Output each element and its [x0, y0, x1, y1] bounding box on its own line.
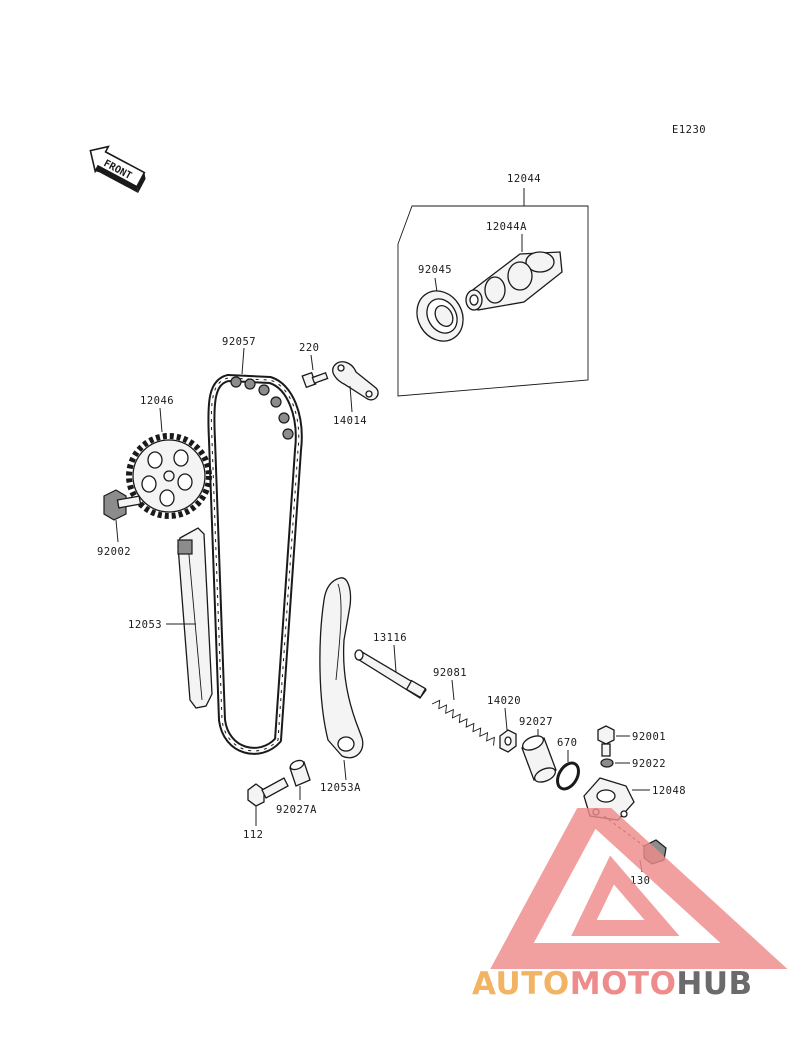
- part-label-13116: 13116: [373, 632, 407, 644]
- bolt-92001: [597, 725, 630, 757]
- part-label-92001: 92001: [632, 731, 666, 743]
- o-ring: [556, 761, 580, 791]
- camshaft: [465, 234, 563, 311]
- collar-92027a: [289, 759, 311, 800]
- camshaft-assembly-box: [397, 188, 589, 397]
- part-label-92027: 92027: [519, 716, 553, 728]
- cam-sprocket: [126, 433, 212, 519]
- watermark-auto: AUTO: [472, 966, 570, 1002]
- diagram-code: E1230: [672, 124, 706, 136]
- part-label-12053: 12053: [128, 619, 162, 631]
- watermark-logo: AUTOMOTOHUB: [472, 808, 788, 1002]
- washer-92022: [600, 758, 630, 768]
- tensioner-rod: [354, 649, 427, 699]
- part-label-12046: 12046: [140, 395, 174, 407]
- chain-guide-plate: [332, 361, 379, 413]
- part-label-92022: 92022: [632, 758, 666, 770]
- part-label-92057: 92057: [222, 336, 256, 348]
- part-label-12044: 12044: [507, 173, 541, 185]
- watermark-hub: HUB: [676, 966, 752, 1002]
- part-label-92045: 92045: [418, 264, 452, 276]
- tensioner-spring: [431, 699, 495, 746]
- nut-14020: [499, 729, 517, 753]
- cam-chain: [207, 347, 303, 755]
- part-label-92027a: 92027A: [276, 804, 317, 816]
- part-label-12053a: 12053A: [320, 782, 361, 794]
- watermark-text: AUTOMOTOHUB: [472, 966, 753, 1002]
- watermark-triangle-icon: [490, 808, 788, 969]
- watermark-moto: MOTO: [570, 966, 677, 1002]
- part-label-130: 130: [630, 875, 650, 887]
- part-label-92081: 92081: [433, 667, 467, 679]
- part-label-12048: 12048: [652, 785, 686, 797]
- bolt-92002: [103, 489, 142, 543]
- tensioner-collar: [521, 735, 557, 783]
- chain-guide: [166, 527, 213, 709]
- bearing: [416, 277, 464, 342]
- bolt-112: [247, 777, 289, 826]
- front-arrow-icon: FRONT: [89, 145, 146, 193]
- part-label-12044a: 12044A: [486, 221, 527, 233]
- bolt-220: [301, 354, 329, 389]
- part-label-670: 670: [557, 737, 577, 749]
- part-label-92002: 92002: [97, 546, 131, 558]
- chain-tensioner-guide: [319, 577, 364, 781]
- part-label-112: 112: [243, 829, 263, 841]
- part-label-220: 220: [299, 342, 319, 354]
- part-label-14014: 14014: [333, 415, 367, 427]
- part-label-14020: 14020: [487, 695, 521, 707]
